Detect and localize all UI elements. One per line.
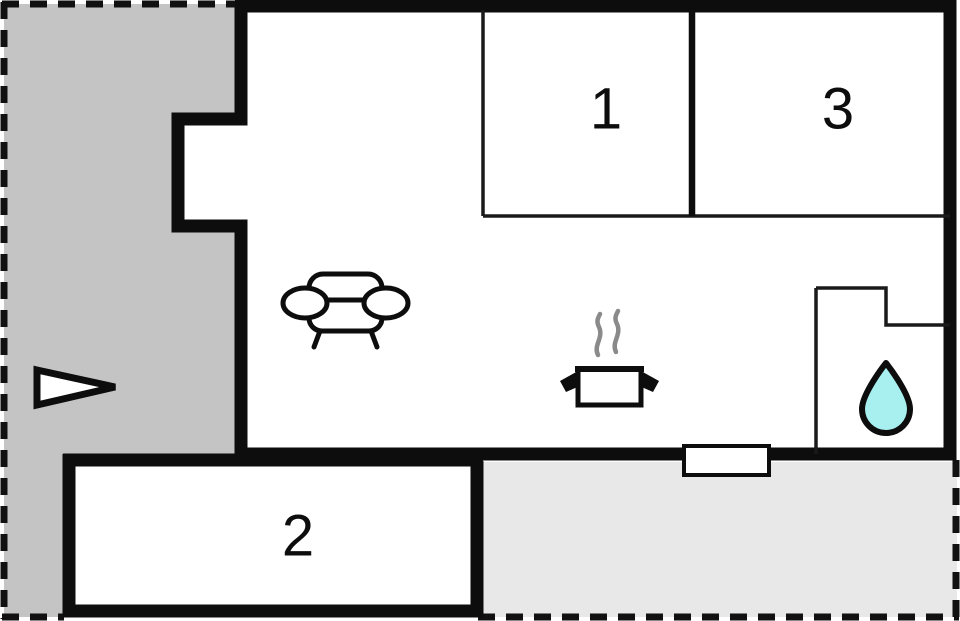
terrace-zone: [483, 462, 957, 617]
terrace-boundary-dashed: [478, 460, 960, 621]
interior-floor-fill: [63, 4, 956, 617]
cooking-pot-icon: [560, 308, 659, 408]
room-label-1: 1: [590, 76, 622, 141]
sofa-icon: [280, 271, 411, 350]
plot-boundary-dashed: [0, 0, 236, 621]
window-symbol: [682, 444, 771, 477]
room-label-2: 2: [282, 503, 314, 568]
exterior-plot-zone: [4, 4, 235, 617]
room-2-walls: [62, 453, 484, 618]
interior-partitions: [481, 10, 950, 454]
room-label-3: 3: [822, 76, 854, 141]
entrance-arrow-icon: [33, 365, 116, 410]
water-drop-icon: [859, 360, 913, 436]
outer-walls: [171, 0, 957, 461]
